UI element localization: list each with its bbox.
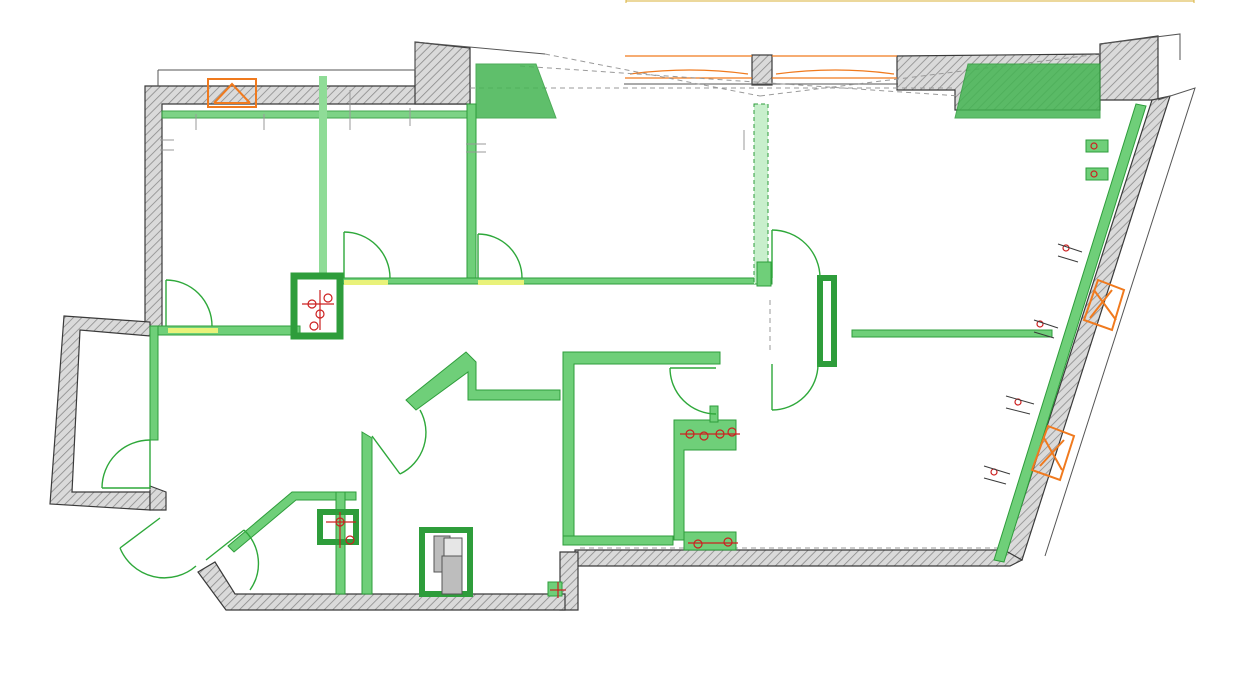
plumbing-fixtures [302,142,1098,598]
partition-east-slant [993,103,1147,563]
partition-north-strip [161,110,473,119]
radiator-icon [1082,278,1126,332]
radiators [207,78,1126,482]
exterior-wall-top-left [144,85,471,331]
partition-west-wall [149,325,159,441]
partition-kitchen-riser [673,419,737,541]
exterior-wall-corner-ne [1099,35,1159,101]
radiator-icon [1030,424,1076,482]
window-zone-north-right [954,63,1101,119]
removed-segment-1 [344,280,388,285]
partition-wc-box [317,509,359,545]
door-swing-icon [165,279,213,327]
partition-corridor-east [817,275,837,367]
window-glazing [625,55,897,79]
plumbing-riser-icon [302,290,334,331]
exterior-wall-pier-1 [414,41,471,105]
partition-south-room [361,431,373,595]
drawing-frame-fragment [625,0,1195,3]
exterior-wall-west-bay [49,315,151,511]
removed-segment-2 [478,280,524,285]
partition-light-bar [319,76,327,276]
exterior-wall-pier-2 [751,54,773,86]
partition-corridor-north [339,277,773,285]
door-swing-icon [205,529,260,591]
partition-kitchen-south-box [683,531,737,551]
plumbing-riser-icon [550,582,566,598]
plumbing-riser-icon [688,537,738,549]
window-zone-north-left [475,63,557,119]
door-swing-icon [771,363,819,411]
door-swing-icon [343,231,391,279]
door-swing-icon [371,409,427,475]
dimension-ticks [160,90,745,153]
partition-riser-box [290,272,344,340]
partition-wet-stub [547,581,563,597]
door-swing-icon [477,233,523,279]
exterior-wall-south-right [574,549,1024,567]
exterior-walls [49,35,1171,611]
plumbing-riser-icon [680,427,740,441]
east-wall-brackets [983,243,1083,485]
removed-segment-3 [168,328,218,333]
ventilation-shaft-icon [433,535,463,595]
exterior-wall-west-stub [149,485,167,511]
exterior-wall-east [1003,95,1171,561]
plumbing-riser-icon [326,512,356,548]
door-swing-icon [101,439,151,489]
door-swing-icon [119,517,197,579]
new-partitions [149,63,1147,597]
partition-shaft-box [419,527,473,597]
radiator-icon [207,78,257,108]
partition-room3-west [753,103,769,285]
removed-wall-segments [168,280,524,333]
building-outline [157,33,1196,557]
exterior-wall-south-left [197,561,566,611]
partition-room1-south [157,325,301,336]
partition-room3-stub [756,261,772,287]
partition-central-south [562,535,674,546]
door-swing-icon [771,229,821,279]
partition-diagonal-north [405,351,561,411]
partition-room2-west [466,103,477,285]
partition-east-room-north [851,329,1053,338]
door-swing-icon [669,367,717,415]
doors [101,229,821,591]
